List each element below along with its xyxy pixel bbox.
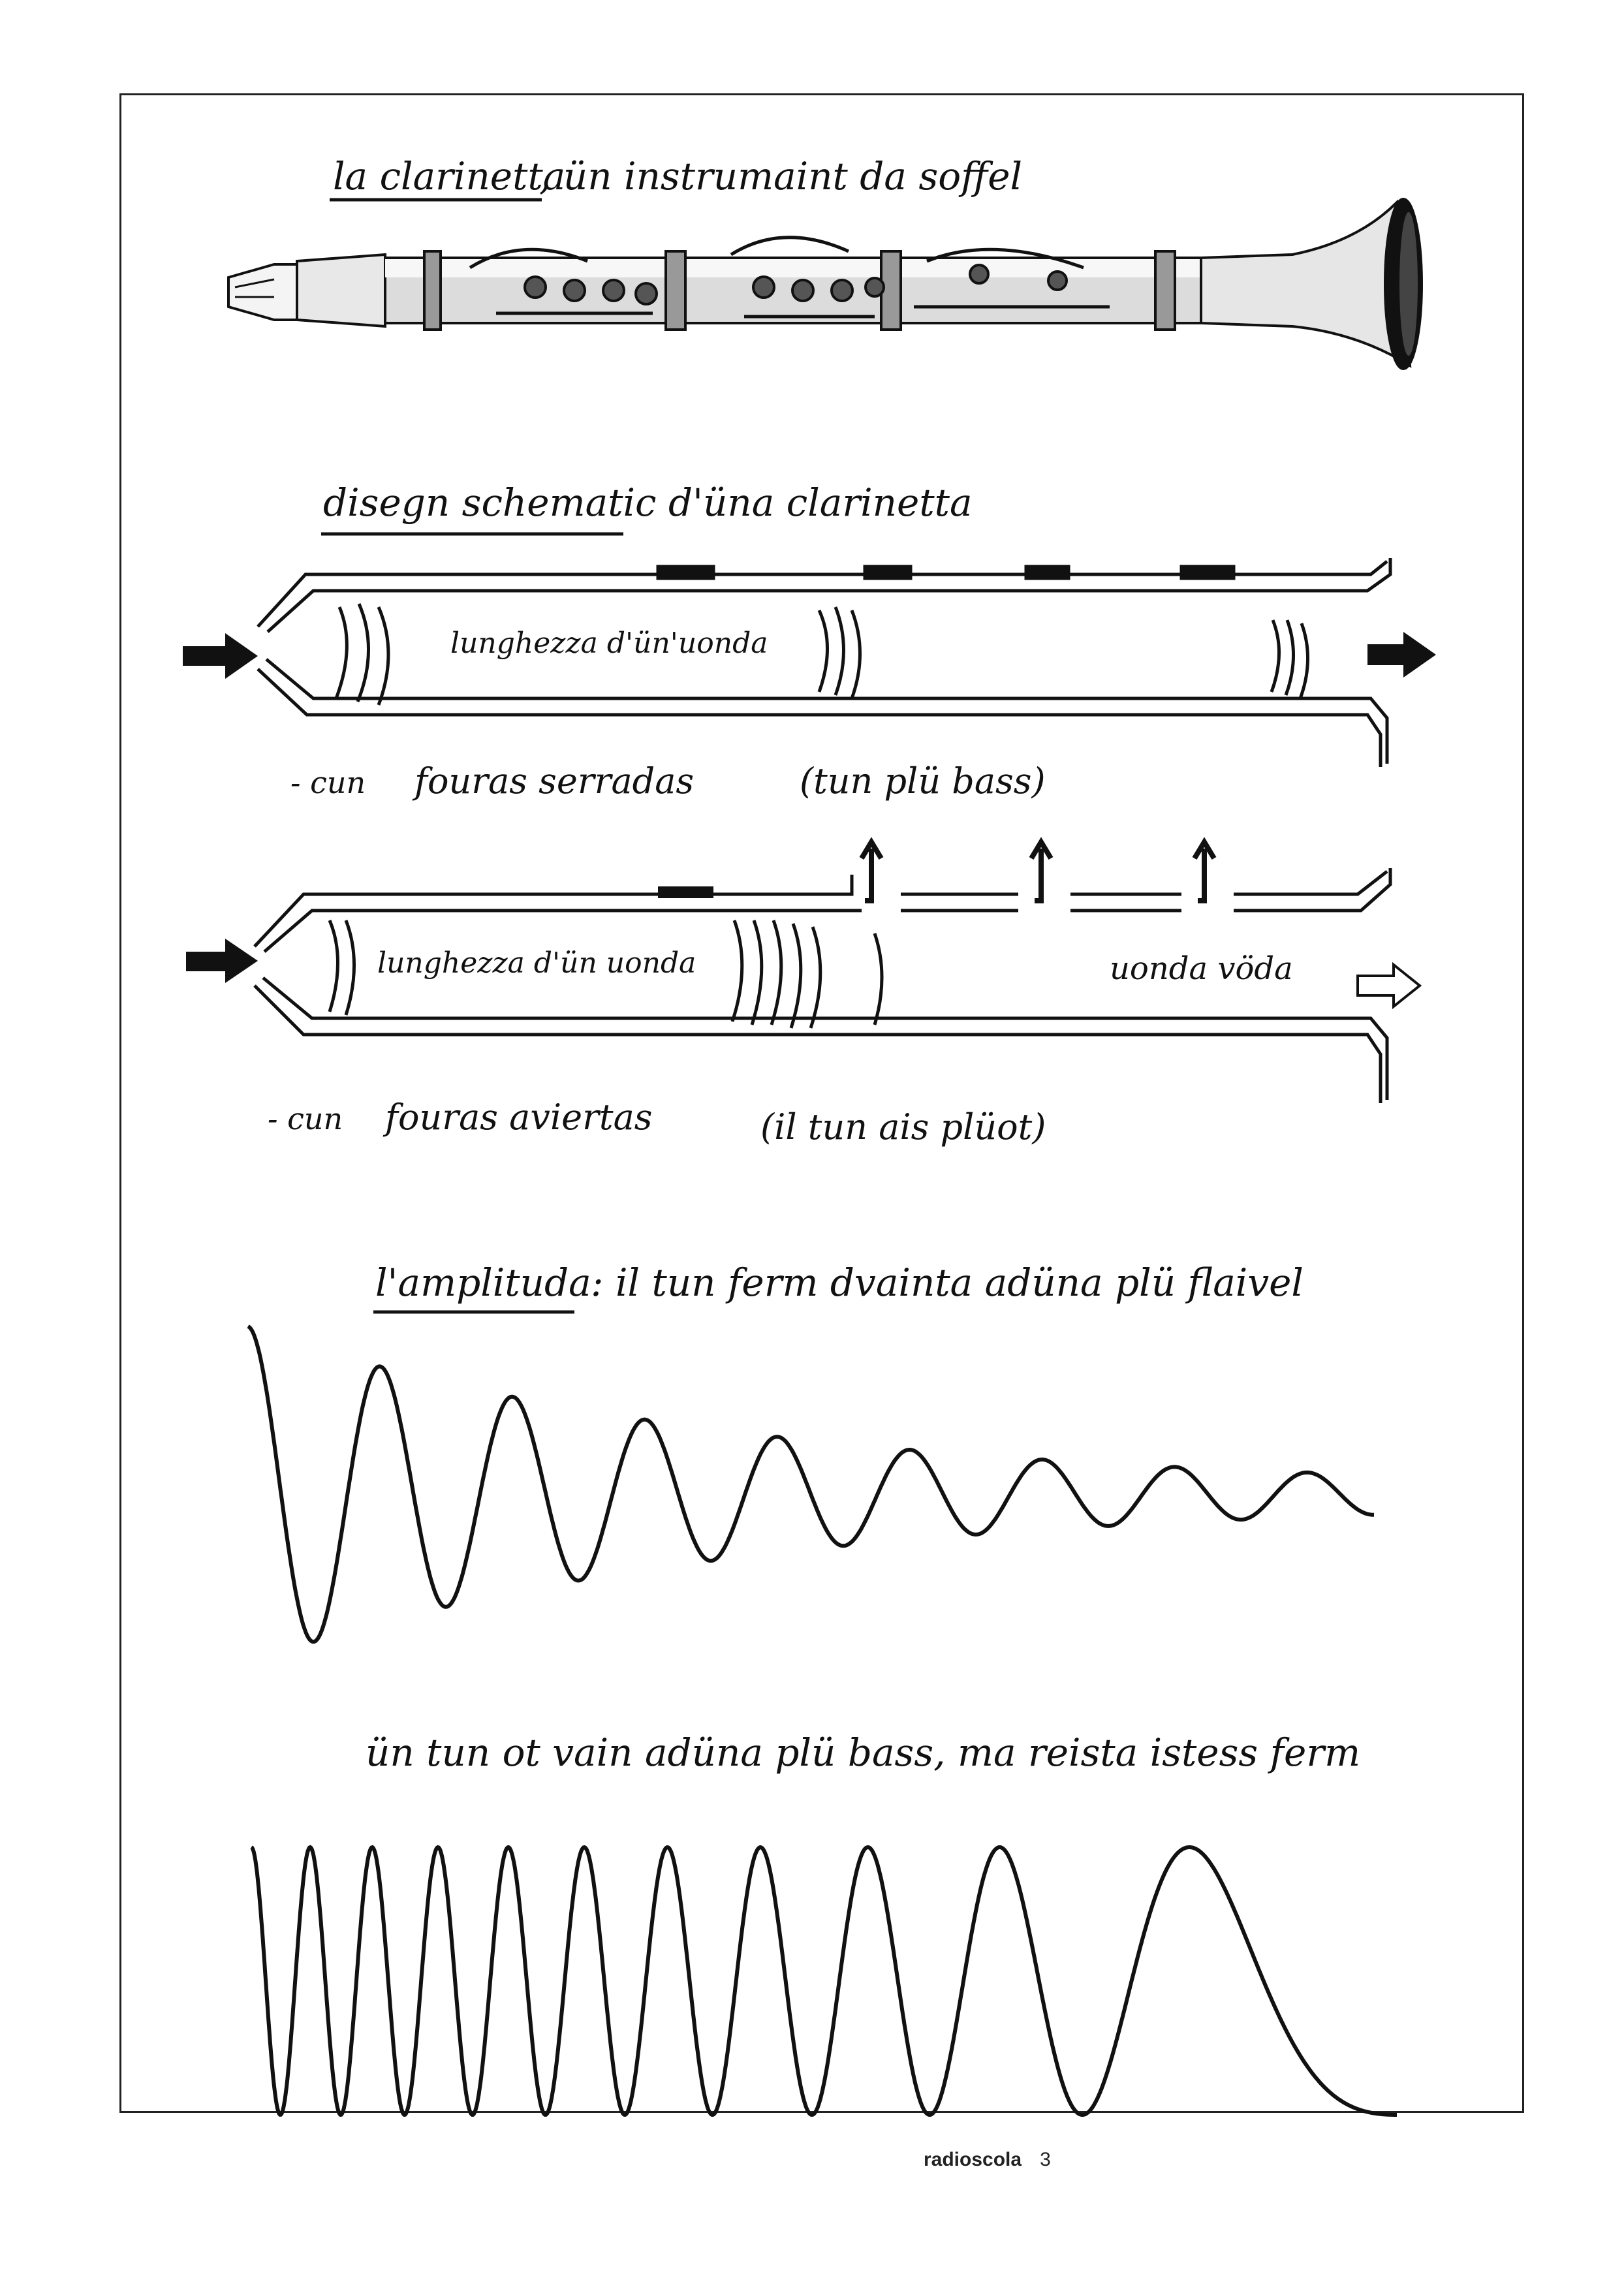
empty-wave-label: uonda vöda (1110, 950, 1293, 987)
page-footer: radioscola 3 (924, 2149, 1051, 2171)
closed-caption-middle: fouras serradas (412, 760, 694, 802)
arrow-up-icon (859, 837, 1217, 903)
clarinet-illustration (227, 198, 1423, 370)
open-caption-lead: - cun (268, 1101, 343, 1136)
title-clarinetta: la clarinetta (333, 154, 565, 198)
schema-title: disegn schematic d'üna clarinetta (323, 480, 973, 525)
closed-caption-lead: - cun (290, 765, 366, 800)
frequency-text: ün tun ot vain adüna plü bass, ma reista… (366, 1730, 1360, 1775)
arrow-right-icon (186, 939, 258, 983)
amplitude-title: l'amplituda (375, 1260, 591, 1305)
closed-caption-paren: (tun plü bass) (800, 760, 1046, 802)
sound-wave-marks (328, 920, 884, 1029)
arrow-outline-right-icon (1356, 961, 1422, 1010)
arrow-right-icon (183, 633, 258, 679)
tube-open-holes (253, 868, 1392, 1103)
title-rest: , ün instrumaint da soffel (539, 154, 1022, 198)
tube-closed-holes (257, 558, 1392, 767)
arrow-right-icon (1367, 632, 1436, 678)
closed-wave-label: lunghezza d'ün'uonda (450, 627, 768, 660)
page-frame (119, 93, 1524, 2113)
open-caption-paren: (il tun ais plüot) (760, 1106, 1046, 1148)
damped-wave (247, 1324, 1374, 1644)
page-number: 3 (1040, 2149, 1051, 2170)
chirp-wave (250, 1845, 1397, 2117)
open-caption-middle: fouras aviertas (383, 1097, 653, 1138)
footer-brand: radioscola (924, 2149, 1022, 2170)
open-wave-label: lunghezza d'ün uonda (377, 946, 696, 980)
amplitude-text: : il tun ferm dvainta adüna plü flaivel (591, 1260, 1304, 1305)
sound-wave-marks (334, 603, 1310, 706)
